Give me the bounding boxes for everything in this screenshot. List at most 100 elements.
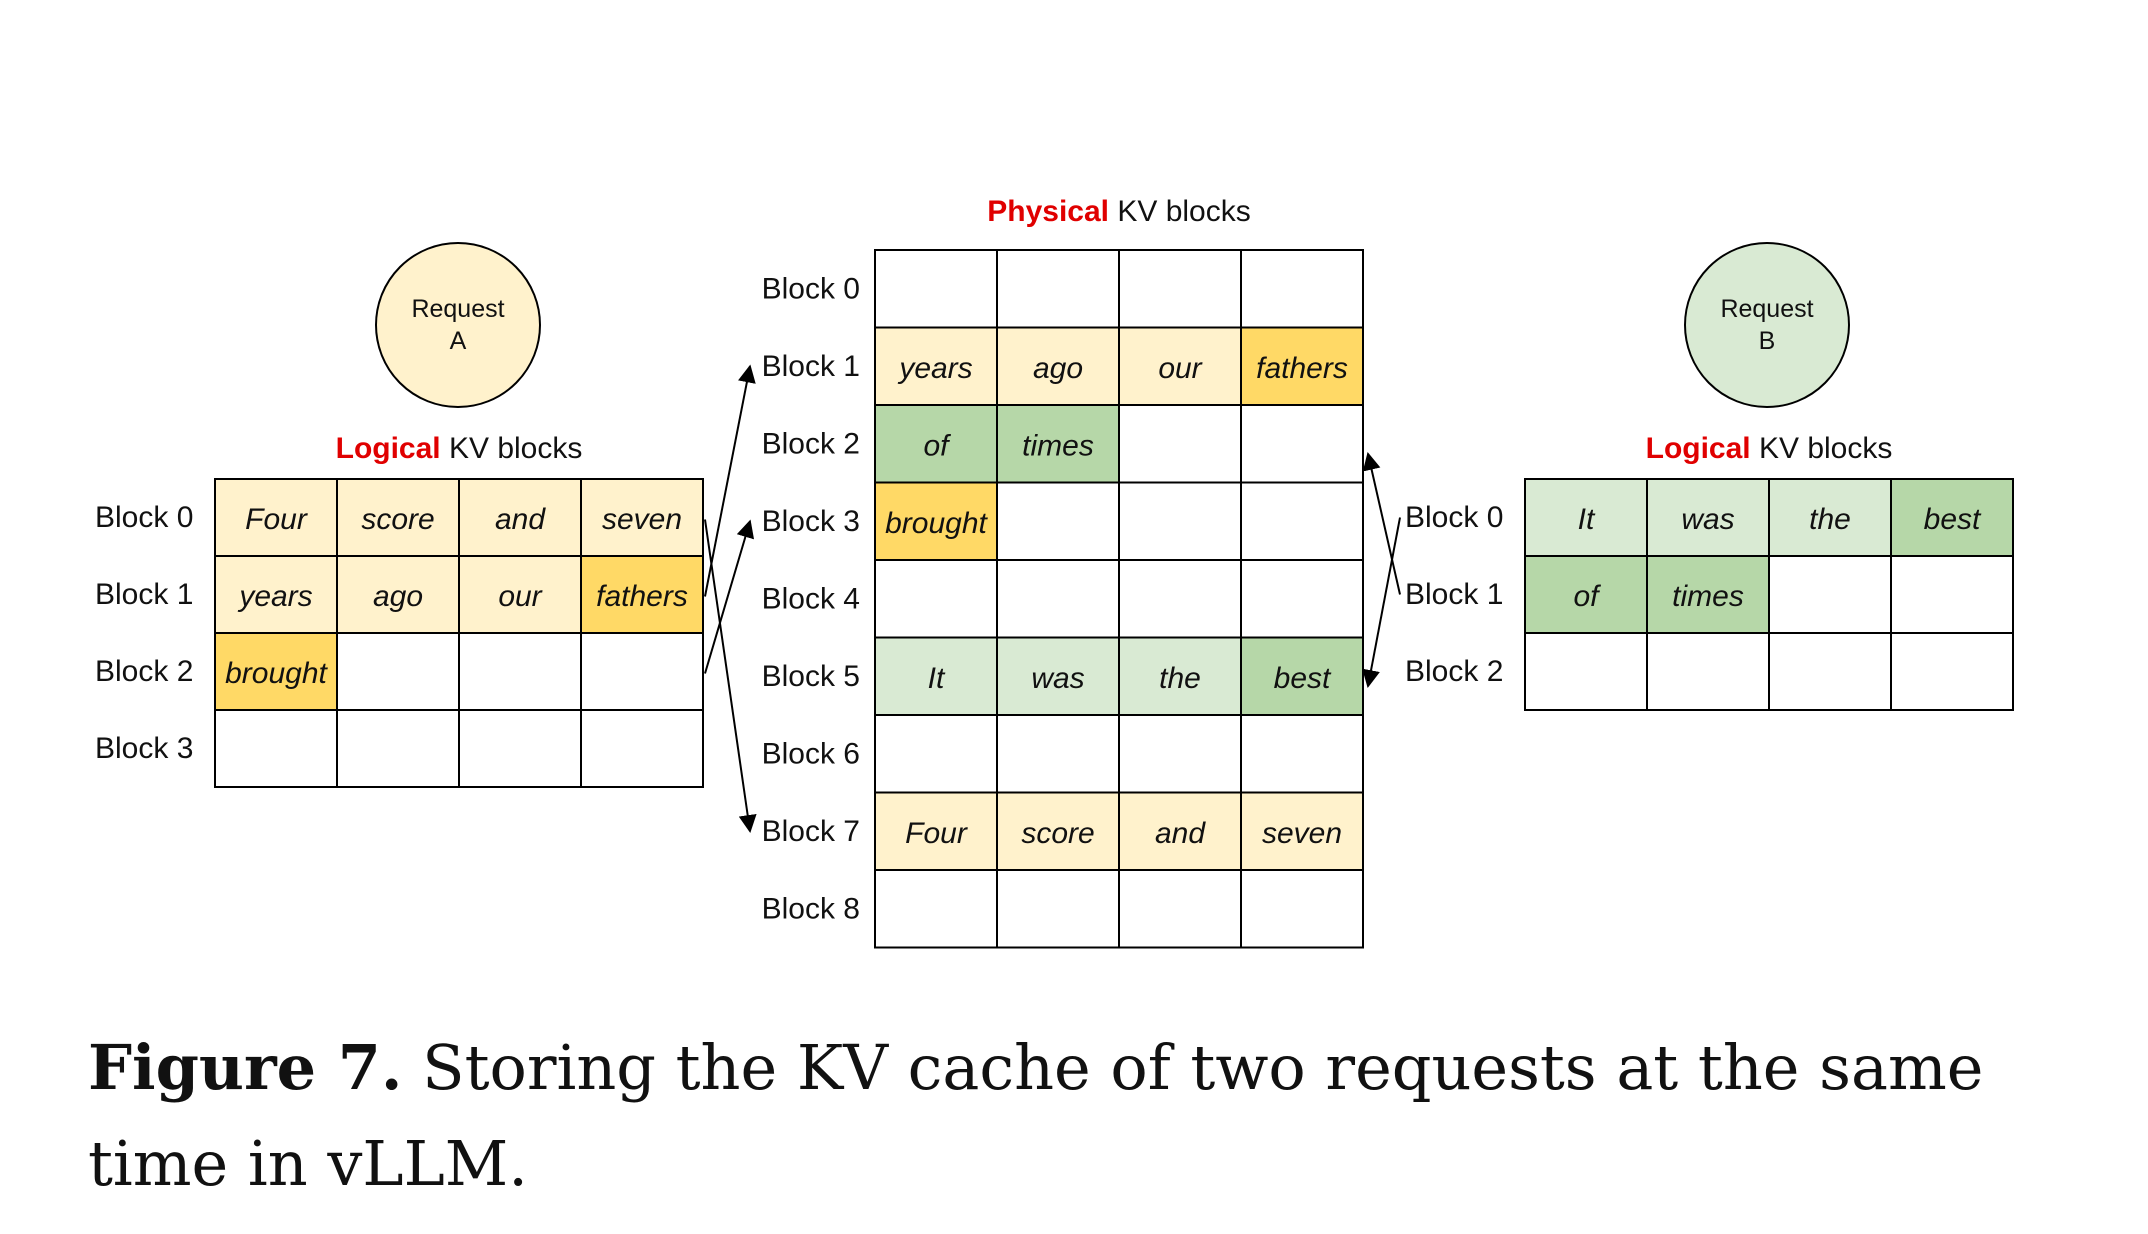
physical-row-label: Block 6	[762, 737, 860, 770]
physical-cell	[1118, 249, 1242, 329]
physical-row-label: Block 1	[762, 350, 860, 383]
physical-row-label: Block 7	[762, 815, 860, 848]
physical-cell	[996, 404, 1120, 484]
request-a-cell	[214, 709, 338, 788]
physical-token: ago	[1033, 352, 1083, 385]
request-a-mapping-arrow	[704, 519, 757, 834]
physical-token: fathers	[1256, 352, 1348, 385]
request-b-title-rest: KV blocks	[1751, 432, 1893, 465]
physical-cell	[996, 326, 1120, 406]
request-b-circle	[1684, 242, 1850, 408]
request-a-cell	[580, 632, 704, 711]
request-a-token: Four	[245, 503, 308, 536]
physical-token: of	[923, 429, 951, 462]
request-b-mapping-arrow	[1362, 517, 1401, 689]
request-b-cell	[1524, 632, 1648, 711]
request-a-cell	[580, 709, 704, 788]
request-a-cell	[336, 632, 460, 711]
request-a-token: and	[495, 503, 546, 536]
physical-cell	[1118, 404, 1242, 484]
physical-cell	[996, 249, 1120, 329]
request-a-cell	[214, 478, 338, 557]
physical-cell	[1118, 791, 1242, 871]
request-b-cell	[1890, 632, 2014, 711]
request-a-cell	[458, 632, 582, 711]
request-a-token: ago	[373, 580, 423, 613]
physical-token: years	[897, 352, 972, 385]
request-b-row-label: Block 1	[1405, 578, 1503, 611]
physical-row-label: Block 2	[762, 427, 860, 460]
request-b-token: of	[1573, 580, 1601, 613]
request-a-cell	[580, 555, 704, 634]
physical-token: our	[1158, 352, 1202, 385]
physical-token: best	[1274, 662, 1332, 695]
physical-cell	[996, 481, 1120, 561]
physical-cell	[1118, 869, 1242, 949]
request-a-circle-line1: Request	[411, 295, 504, 323]
request-a-mapping-arrow	[704, 519, 755, 674]
physical-cell	[874, 559, 998, 639]
request-b-row-label: Block 0	[1405, 501, 1503, 534]
request-b-token: times	[1672, 580, 1744, 613]
physical-row-label: Block 8	[762, 892, 860, 925]
request-b-circle-line2: B	[1759, 327, 1776, 355]
request-a-title-rest: KV blocks	[441, 432, 583, 465]
physical-token: seven	[1262, 817, 1342, 850]
physical-row-label: Block 3	[762, 505, 860, 538]
physical-cell	[1240, 326, 1364, 406]
physical-token: score	[1021, 817, 1094, 850]
request-a-mapping-arrow	[704, 364, 756, 597]
physical-cell	[1240, 791, 1364, 871]
physical-cell	[996, 869, 1120, 949]
request-a-token: score	[361, 503, 434, 536]
physical-cell	[874, 869, 998, 949]
request-a-token: seven	[602, 503, 682, 536]
physical-cell	[874, 791, 998, 871]
request-b-mapping-arrow	[1362, 451, 1401, 595]
physical-cell	[1240, 404, 1364, 484]
request-a-cell	[336, 709, 460, 788]
physical-cell	[1118, 559, 1242, 639]
request-a-cell	[336, 478, 460, 557]
request-b-token: It	[1578, 503, 1596, 536]
physical-cell	[996, 559, 1120, 639]
request-b-token: best	[1924, 503, 1982, 536]
physical-title-rest: KV blocks	[1109, 195, 1251, 228]
request-b-title-highlight: Logical	[1646, 432, 1751, 465]
request-b-cell	[1768, 555, 1892, 634]
request-a-grid	[214, 478, 704, 788]
request-b-row-label: Block 2	[1405, 655, 1503, 688]
physical-cell	[1240, 869, 1364, 949]
request-b-cell	[1768, 478, 1892, 557]
physical-cell	[1240, 714, 1364, 794]
request-b-circle-line1: Request	[1720, 295, 1813, 323]
request-b-cell	[1890, 478, 2014, 557]
request-a-row-label: Block 1	[95, 578, 193, 611]
figure-label: Figure 7.	[88, 1031, 403, 1104]
figure-caption-text: Storing the KV cache of two requests at …	[88, 1031, 1984, 1200]
request-b-title: Logical KV blocks	[1646, 432, 1893, 465]
physical-cell	[1240, 249, 1364, 329]
request-b-cell	[1524, 478, 1648, 557]
request-a-circle	[375, 242, 541, 408]
request-b-token: was	[1681, 503, 1734, 536]
physical-cell	[1240, 481, 1364, 561]
physical-row-label: Block 0	[762, 272, 860, 305]
physical-token: Four	[905, 817, 968, 850]
physical-row-label: Block 5	[762, 660, 860, 693]
physical-title: Physical KV blocks	[987, 195, 1250, 228]
physical-cell	[1240, 636, 1364, 716]
physical-title-highlight: Physical	[987, 195, 1109, 228]
physical-token: the	[1159, 662, 1201, 695]
request-a-row-label: Block 0	[95, 501, 193, 534]
physical-token: brought	[885, 507, 988, 540]
request-a-token: brought	[225, 657, 328, 690]
request-a-row-label: Block 3	[95, 732, 193, 765]
physical-cell	[874, 481, 998, 561]
physical-cell	[996, 791, 1120, 871]
physical-cell	[996, 714, 1120, 794]
request-a-row-label: Block 2	[95, 655, 193, 688]
request-a-title: Logical KV blocks	[336, 432, 583, 465]
